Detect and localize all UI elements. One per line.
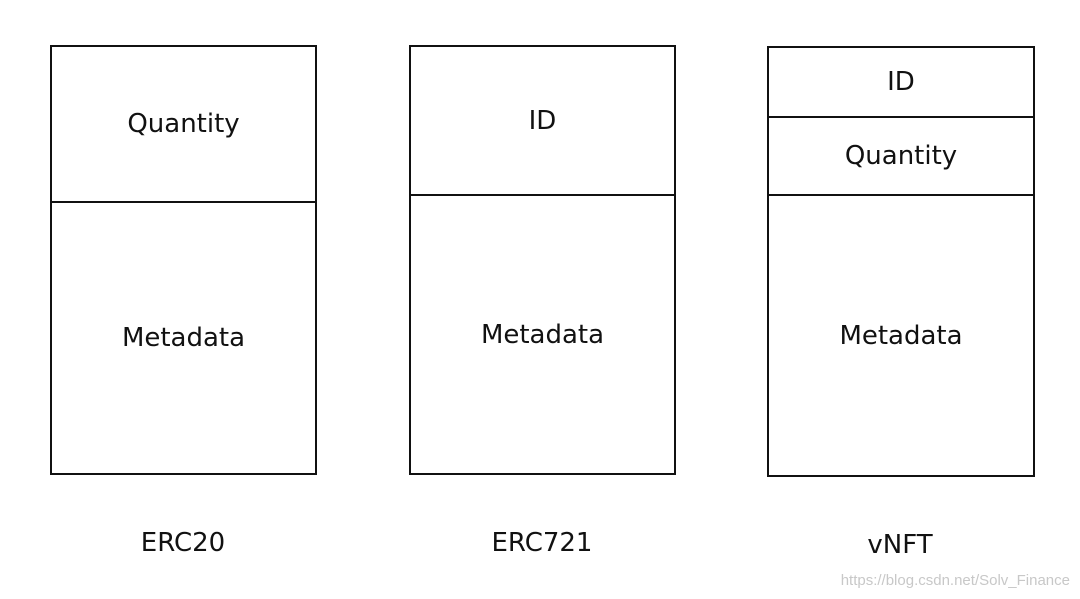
erc20-caption: ERC20 bbox=[140, 528, 226, 558]
vnft-metadata-field: Metadata bbox=[769, 194, 1033, 475]
erc721-metadata-field: Metadata bbox=[411, 194, 674, 473]
erc721-token-box: ID Metadata bbox=[409, 45, 676, 475]
erc721-id-field: ID bbox=[411, 47, 674, 194]
erc20-quantity-field: Quantity bbox=[52, 47, 315, 201]
erc20-quantity-label: Quantity bbox=[127, 109, 240, 139]
vnft-metadata-label: Metadata bbox=[839, 320, 963, 351]
vnft-id-label: ID bbox=[887, 67, 915, 97]
erc20-metadata-field: Metadata bbox=[52, 201, 315, 473]
erc721-id-label: ID bbox=[528, 105, 557, 136]
erc20-metadata-label: Metadata bbox=[121, 323, 246, 353]
erc721-metadata-label: Metadata bbox=[480, 319, 605, 350]
erc20-token-box: Quantity Metadata bbox=[50, 45, 317, 475]
vnft-token-box: ID Quantity Metadata bbox=[767, 46, 1035, 477]
erc721-caption: ERC721 bbox=[491, 528, 593, 558]
vnft-quantity-label: Quantity bbox=[844, 141, 958, 171]
vnft-id-field: ID bbox=[769, 48, 1033, 116]
watermark: https://blog.csdn.net/Solv_Finance bbox=[840, 572, 1070, 589]
vnft-caption: vNFT bbox=[867, 530, 933, 560]
vnft-quantity-field: Quantity bbox=[769, 116, 1033, 194]
